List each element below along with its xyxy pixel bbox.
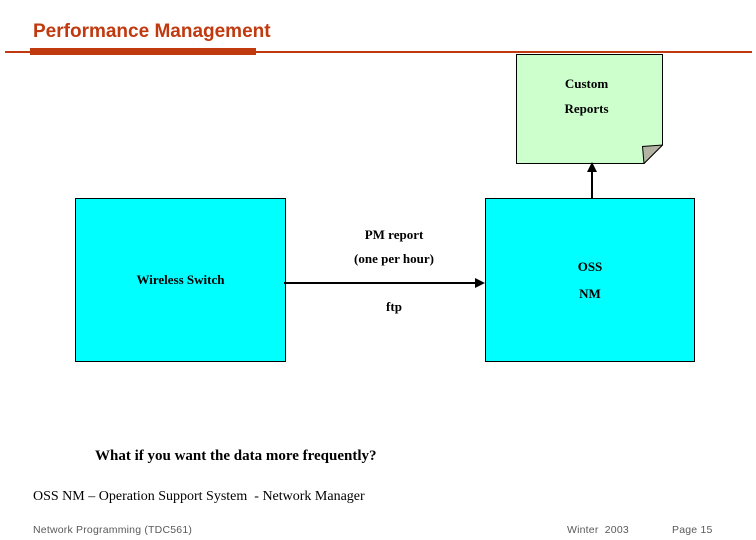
wireless-switch-label: Wireless Switch <box>136 272 225 287</box>
title-rule-bar <box>30 48 256 55</box>
title-rule <box>5 51 752 53</box>
custom-reports-arrow <box>587 162 597 198</box>
custom-reports-note: Custom Reports <box>516 54 663 164</box>
slide-title: Performance Management <box>33 21 271 42</box>
custom-reports-label-line2: Reports <box>564 101 609 116</box>
footer-course: Network Programming (TDC561) <box>33 524 193 536</box>
custom-reports-label-line1: Custom <box>564 76 609 91</box>
pm-report-arrow <box>284 278 485 288</box>
pm-report-label: PM report <box>364 227 424 242</box>
ftp-label: ftp <box>386 299 402 314</box>
oss-nm-label-line1: OSS <box>577 259 603 274</box>
footer-term: Winter 2003 <box>567 524 629 536</box>
custom-reports-label: Custom Reports <box>516 71 657 121</box>
folded-note-shape-icon <box>516 54 663 164</box>
question-text: What if you want the data more frequentl… <box>95 448 377 464</box>
oss-nm-label-line2: NM <box>579 286 601 301</box>
footer-page-number: Page 15 <box>672 524 713 536</box>
oss-nm-box: OSS NM <box>485 198 695 362</box>
wireless-switch-box: Wireless Switch <box>75 198 286 362</box>
oss-nm-definition: OSS NM – Operation Support System - Netw… <box>33 489 365 504</box>
one-per-hour-label: (one per hour) <box>354 251 434 266</box>
